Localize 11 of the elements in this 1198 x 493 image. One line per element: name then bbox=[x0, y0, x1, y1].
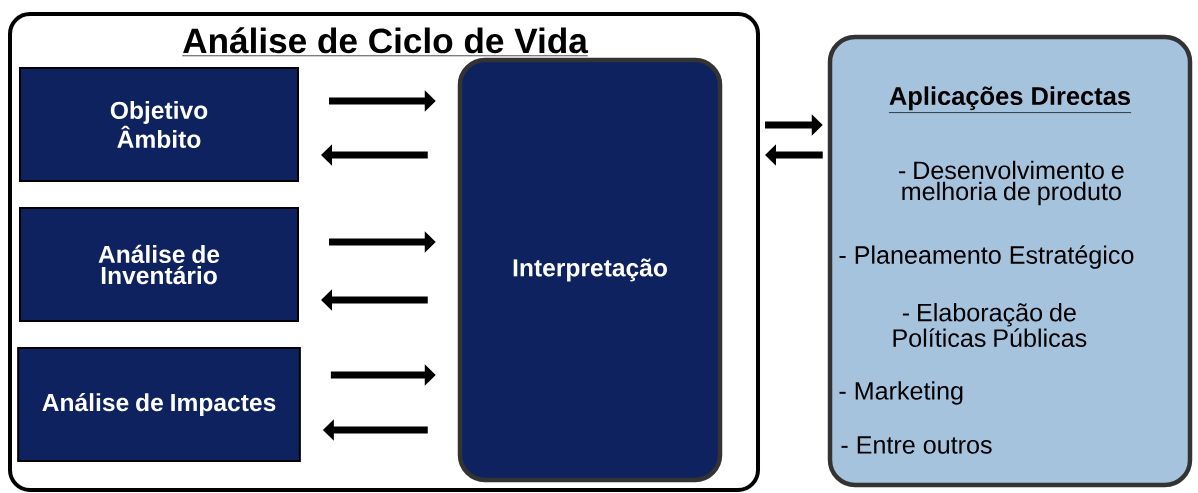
heading: Aplicações Directas bbox=[888, 86, 1132, 113]
list-item: - Entre outros bbox=[841, 436, 992, 454]
process-box: Análise de Inventário bbox=[19, 207, 299, 322]
list-item: - Marketing bbox=[839, 381, 963, 405]
process-box: Interpretação bbox=[457, 57, 723, 483]
process-box: Objetivo Âmbito bbox=[19, 67, 299, 182]
list-item: - Elaboração de Políticas Públicas bbox=[893, 303, 1087, 348]
heading: Análise de Ciclo de Vida bbox=[181, 27, 589, 57]
list-item: - Desenvolvimento e melhoria de produto bbox=[899, 160, 1124, 206]
list-item: - Planeamento Estratégico bbox=[839, 245, 1134, 269]
process-box: Análise de Impactes bbox=[17, 347, 301, 462]
